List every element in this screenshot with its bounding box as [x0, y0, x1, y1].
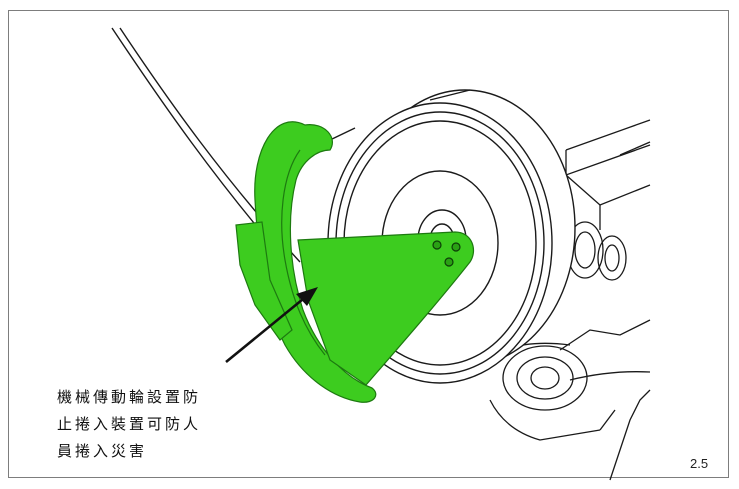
- pointer-arrow: [225, 287, 318, 364]
- caption-line-2: 止捲入裝置可防人: [57, 415, 202, 433]
- caption-line-3: 員捲入災害: [57, 442, 148, 460]
- green-nip-point-guard: [235, 121, 475, 403]
- figure-number: 2.5: [690, 456, 709, 471]
- caption: 機械傳動輪設置防 止捲入裝置可防人 員捲入災害: [57, 384, 267, 465]
- caption-line-1: 機械傳動輪設置防: [57, 388, 202, 406]
